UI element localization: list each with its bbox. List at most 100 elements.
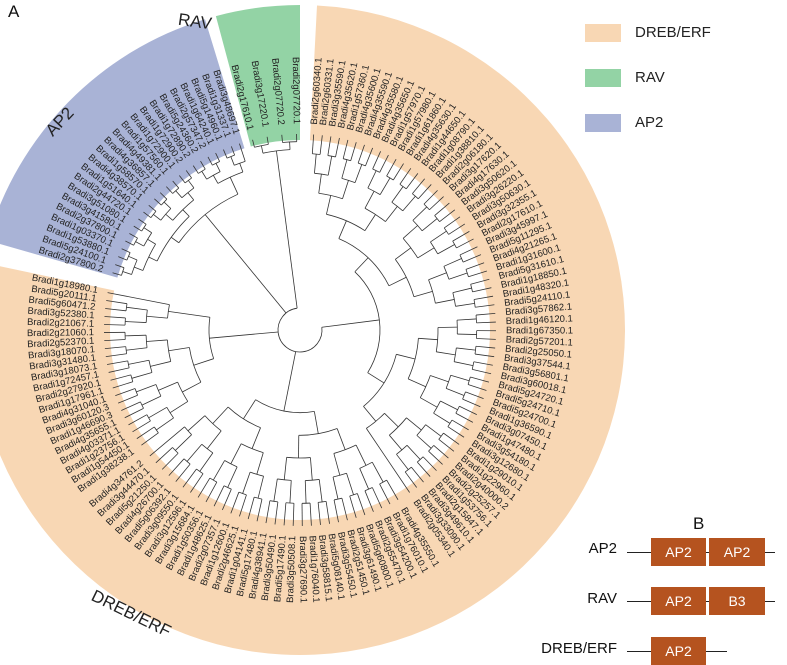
tree-branch bbox=[392, 187, 403, 203]
tree-branch bbox=[417, 435, 431, 448]
legend-label: RAV bbox=[635, 69, 665, 86]
tree-branch bbox=[305, 481, 306, 504]
panel-a-label: A bbox=[8, 2, 19, 22]
tree-branch bbox=[356, 445, 366, 465]
tree-branch bbox=[188, 180, 194, 187]
tree-branch bbox=[347, 473, 354, 495]
tree-branch bbox=[396, 354, 415, 359]
tree-branch bbox=[231, 157, 234, 166]
tree-branch bbox=[440, 401, 457, 410]
tree-branch bbox=[188, 193, 194, 200]
tree-branch bbox=[171, 237, 179, 242]
tree-branch bbox=[328, 156, 331, 175]
tree-branch bbox=[368, 171, 376, 188]
tree-branch bbox=[457, 319, 476, 320]
tree-branch bbox=[429, 273, 447, 280]
tree-branch bbox=[158, 382, 177, 390]
tree-branch bbox=[183, 210, 190, 217]
tree-branch bbox=[372, 462, 383, 482]
tree-branch bbox=[339, 221, 347, 239]
tree-branch bbox=[176, 464, 190, 482]
domain-box-ap2: AP2 bbox=[651, 587, 706, 615]
tree-branch bbox=[243, 472, 251, 493]
tree-branch bbox=[451, 375, 470, 381]
tree-branch bbox=[176, 191, 182, 198]
tree-branch bbox=[156, 447, 173, 462]
tree-branch bbox=[284, 457, 286, 480]
tree-branch bbox=[453, 288, 472, 293]
tree-branch bbox=[389, 435, 402, 450]
tree-branch bbox=[413, 207, 427, 220]
tree-branch bbox=[426, 425, 441, 437]
tree-branch bbox=[205, 215, 286, 313]
tree-branch bbox=[446, 388, 464, 395]
tree-branch bbox=[149, 257, 157, 261]
tree-branch bbox=[395, 248, 411, 260]
tree-branch bbox=[380, 178, 390, 195]
tree-branch bbox=[274, 479, 277, 501]
tree-branch bbox=[430, 231, 446, 242]
tree-branch bbox=[207, 431, 221, 449]
tree-branch bbox=[134, 267, 143, 270]
tree-branch bbox=[276, 151, 297, 308]
tree-branch bbox=[126, 307, 147, 310]
tree-branch bbox=[360, 468, 369, 489]
tree-branch bbox=[231, 444, 241, 464]
tree-branch bbox=[385, 206, 397, 221]
tree-branch bbox=[153, 214, 160, 220]
tree-branch bbox=[125, 335, 146, 336]
tree-branch bbox=[365, 214, 376, 230]
legend: DREB/ERF RAV AP2 bbox=[585, 10, 775, 145]
panel-b-label: B bbox=[693, 514, 704, 534]
tree-branch bbox=[333, 477, 338, 499]
tree-branch bbox=[136, 242, 144, 246]
tree-branch bbox=[436, 352, 455, 355]
tree-branch bbox=[146, 340, 167, 342]
tree-branch bbox=[326, 195, 330, 214]
domain-row-label-rav: RAV bbox=[537, 590, 617, 607]
tree-branch bbox=[182, 382, 201, 392]
tree-branch bbox=[108, 293, 170, 305]
tree-branch bbox=[365, 191, 374, 208]
tree-branch bbox=[169, 459, 184, 476]
tree-branch bbox=[368, 373, 384, 383]
tree-branch bbox=[319, 479, 322, 501]
tree-branch bbox=[456, 348, 475, 350]
tree-branch bbox=[169, 347, 190, 350]
tree-branch bbox=[334, 453, 340, 475]
tree-branch bbox=[310, 458, 312, 481]
tree-branch bbox=[408, 379, 426, 387]
tree-branch bbox=[435, 299, 454, 303]
tree-branch bbox=[355, 258, 368, 272]
tree-branch bbox=[200, 453, 213, 471]
tree-branch bbox=[444, 258, 462, 266]
tree-branch bbox=[187, 444, 202, 461]
tree-branch bbox=[136, 384, 156, 391]
domain-box-ap2: AP2 bbox=[651, 538, 706, 566]
legend-label: DREB/ERF bbox=[635, 24, 711, 41]
tree-branch bbox=[243, 400, 255, 419]
tree-branch bbox=[418, 338, 437, 339]
tree-branch bbox=[128, 256, 137, 260]
tree-branch bbox=[438, 244, 455, 253]
tree-branch bbox=[147, 316, 168, 318]
tree-branch bbox=[202, 171, 207, 179]
legend-item-rav: RAV bbox=[585, 55, 775, 100]
tree-branch bbox=[424, 190, 438, 204]
tree-branch bbox=[175, 435, 191, 451]
tree-branch bbox=[429, 197, 443, 210]
tree-branch bbox=[385, 413, 399, 427]
legend-label: AP2 bbox=[635, 114, 663, 131]
tree-branch bbox=[314, 411, 318, 433]
tree-branch bbox=[168, 311, 210, 317]
tree-branch bbox=[123, 272, 132, 275]
tree-branch bbox=[150, 427, 185, 456]
tree-branch bbox=[403, 196, 416, 211]
tree-branch bbox=[429, 451, 443, 464]
leaf-label: Bradi3g27690.1 bbox=[297, 536, 309, 603]
tree-branch bbox=[170, 401, 188, 412]
tree-branch bbox=[156, 418, 173, 430]
legend-swatch-ap2 bbox=[585, 114, 621, 132]
legend-swatch-rav bbox=[585, 69, 621, 87]
